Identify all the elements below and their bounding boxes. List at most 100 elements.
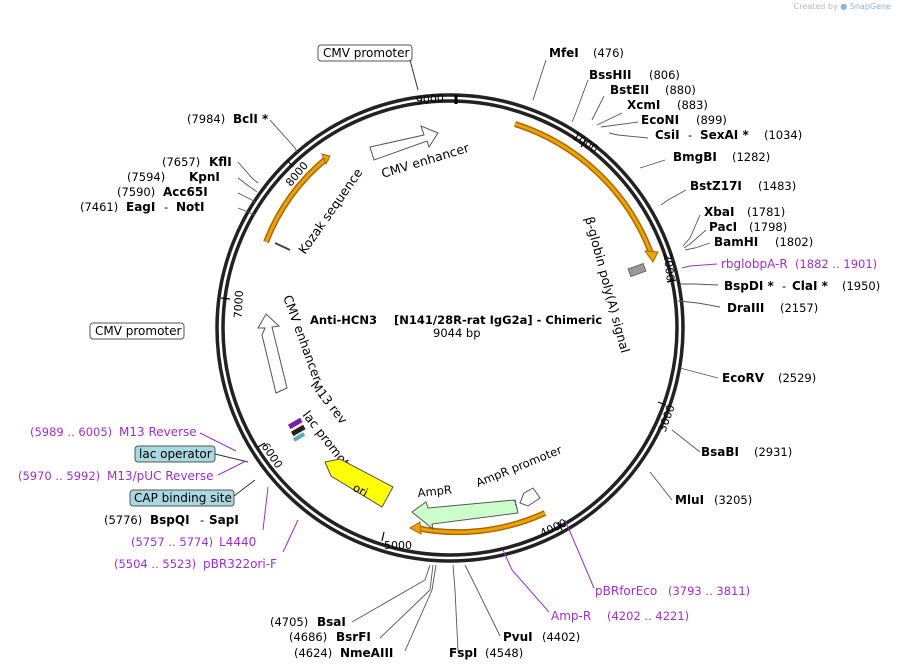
snapgene-logo-icon: ● — [840, 2, 848, 11]
lac-operator-label: lac operator — [139, 447, 212, 461]
site-bmgbi: BmgBI — [673, 150, 717, 164]
tick-9000: 9000 — [415, 92, 444, 107]
ampr-label: AmpR — [417, 482, 453, 500]
primer-leaders — [199, 263, 718, 613]
tick-7000: 7000 — [232, 290, 246, 319]
site-bspdi-dash: - — [782, 279, 786, 293]
site-mfei: MfeI — [549, 46, 579, 60]
site-ecorv: EcoRV — [722, 371, 765, 385]
site-csii: CsiI — [655, 128, 680, 142]
ampr-promoter-arrow — [519, 487, 541, 507]
orange-arrow-left-head — [321, 153, 331, 166]
site-bspdi-pos: (1950) — [842, 279, 880, 293]
site-bcli: BclI * — [233, 112, 269, 126]
site-bstz17i-pos: (1483) — [758, 179, 796, 193]
site-bamhi: BamHI — [714, 235, 758, 249]
site-draiii: DraIII — [727, 301, 764, 315]
primer-l4440-pos: (5757 .. 5774) — [131, 535, 213, 549]
lac-operator-leader — [214, 453, 249, 463]
site-bspqi: BspQI — [150, 513, 190, 527]
site-draiii-pos: (2157) — [780, 301, 818, 315]
ori-label: ori — [351, 480, 371, 499]
ori-arrow — [324, 458, 394, 508]
orange-arrow-top-right-fill — [514, 122, 653, 254]
primer-m13rev: M13 Reverse — [119, 425, 197, 439]
site-kfli: KflI — [209, 155, 232, 169]
site-nmeaiii-pos: (4624) — [294, 646, 332, 660]
site-kfli-pos: (7657) — [162, 155, 200, 169]
backbone-inner — [221, 99, 679, 557]
site-eagi-dash: - — [164, 200, 168, 214]
site-csii-pos: (1034) — [764, 128, 802, 142]
site-paci: PacI — [709, 220, 737, 234]
site-bstz17i: BstZ17I — [690, 179, 742, 193]
orange-arrow-left-fill — [264, 156, 328, 243]
watermark-prefix: Created by — [793, 2, 838, 11]
backbone-outer — [215, 93, 685, 563]
globin-polya-label: β-globin poly(A) signal — [582, 215, 633, 355]
site-fspi-pos: (4548) — [485, 646, 523, 660]
tick-marks — [220, 95, 677, 542]
site-mlui-pos: (3205) — [714, 493, 752, 507]
watermark-brand: SnapGene — [849, 2, 891, 11]
site-bsai: BsaI — [317, 615, 346, 629]
site-bspdi: BspDI * — [724, 279, 774, 293]
primer-rbglobpa: rbglobpA-R — [721, 257, 788, 271]
cap-site-leader — [233, 479, 256, 497]
site-xcmi: XcmI — [627, 98, 660, 112]
site-bspqi-pos: (5776) — [104, 513, 142, 527]
construct-length: 9044 bp — [433, 326, 481, 340]
site-bsabi-pos: (2931) — [754, 445, 792, 459]
primer-pbr322ori-pos: (5504 .. 5523) — [114, 557, 196, 571]
site-bamhi-pos: (1802) — [775, 235, 813, 249]
site-bsshii-pos: (806) — [649, 68, 680, 82]
site-bsteii: BstEII — [610, 83, 649, 97]
cmv-enhancer-top-arrow — [369, 125, 439, 161]
site-fspi: FspI — [449, 646, 477, 660]
primer-m13puc-pos: (5970 .. 5992) — [18, 469, 100, 483]
snapgene-watermark: Created by ● SnapGene — [794, 2, 891, 11]
site-bsrfi-pos: (4686) — [289, 630, 327, 644]
construct-name: Anti-HCN3 — [310, 313, 377, 327]
site-paci-pos: (1798) — [749, 220, 787, 234]
site-bspqi-dash: - — [200, 513, 204, 527]
site-ecorv-pos: (2529) — [778, 371, 816, 385]
primer-pbr322ori: pBR322ori-F — [203, 557, 277, 571]
site-eagi-pos: (7461) — [80, 200, 118, 214]
site-sapi: SapI — [209, 513, 239, 527]
site-kpni-pos: (7594) — [127, 170, 165, 184]
site-eagi: EagI — [126, 200, 155, 214]
cmv-promoter-top-leader — [409, 59, 419, 91]
site-sexai: SexAI * — [700, 128, 749, 142]
site-noti: NotI — [176, 200, 205, 214]
primer-ampr: Amp-R — [551, 609, 591, 623]
site-xbai-pos: (1781) — [747, 205, 785, 219]
cmv-promoter-left-box — [89, 322, 185, 340]
site-mfei-pos: (476) — [593, 46, 624, 60]
site-kpni: KpnI — [189, 170, 220, 184]
site-pvui-pos: (4402) — [542, 630, 580, 644]
m13-lac-markers — [287, 417, 306, 442]
primer-l4440: L4440 — [219, 535, 256, 549]
cmv-promoter-top-label: CMV promoter — [323, 46, 410, 60]
site-bsshii: BssHII — [589, 68, 631, 82]
site-leaders — [237, 59, 721, 652]
site-xbai: XbaI — [704, 205, 734, 219]
site-pvui: PvuI — [503, 630, 533, 644]
cmv-enhancer-left-label: CMV enhancer — [280, 293, 325, 384]
ampr-promoter-label: AmpR promoter — [474, 442, 564, 489]
primer-pbrforeco: pBRforEco — [595, 584, 657, 598]
cmv-promoter-top-box — [317, 44, 413, 62]
kozak-marker — [274, 242, 291, 251]
site-clai: ClaI * — [792, 279, 829, 293]
site-mlui: MluI — [675, 493, 704, 507]
tick-5000: 5000 — [384, 539, 412, 552]
cap-site-label: CAP binding site — [134, 491, 232, 505]
primer-m13puc: M13/pUC Reverse — [107, 469, 214, 483]
tick-2000: 2000 — [661, 253, 677, 282]
site-bsabi: BsaBI — [701, 445, 739, 459]
ampr-arrow — [411, 499, 519, 531]
cap-site-box — [129, 489, 235, 507]
site-acc65i: Acc65I — [163, 185, 208, 199]
